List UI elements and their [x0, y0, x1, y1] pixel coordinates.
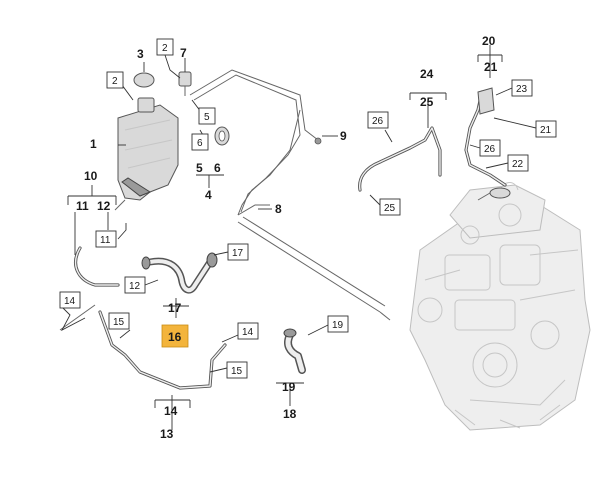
- label-26b: 26: [484, 144, 496, 155]
- expansion-tank-part: [114, 97, 179, 211]
- callout-box-22: [507, 154, 529, 172]
- label-7: 7: [180, 46, 187, 60]
- label-6: 6: [197, 138, 203, 149]
- label-17a: 17: [232, 248, 244, 259]
- pipe-24-25: [358, 126, 442, 192]
- label-18: 18: [283, 407, 297, 421]
- callout-box-2a: [106, 71, 124, 89]
- label-2b: 2: [162, 43, 168, 54]
- callout-box-12: [124, 276, 146, 294]
- sensor-part: [178, 71, 192, 96]
- label-12b: 12: [129, 281, 141, 292]
- vent-lines: [189, 69, 322, 216]
- label-25b: 25: [384, 203, 396, 214]
- label-11b: 11: [100, 235, 111, 246]
- label-8: 8: [275, 202, 282, 216]
- label-9: 9: [340, 129, 347, 143]
- callout-box-11: [95, 230, 117, 248]
- highlight-part-16: [161, 324, 189, 348]
- hose-16-17: [141, 252, 218, 294]
- lower-pipe-assembly: [59, 304, 227, 390]
- callout-box-15a: [108, 312, 130, 330]
- callout-box-23: [511, 79, 533, 97]
- label-3: 3: [137, 47, 144, 61]
- label-21a: 21: [484, 60, 498, 74]
- label-12a: 12: [97, 199, 111, 213]
- label-15b: 15: [231, 366, 243, 377]
- callout-box-21: [535, 120, 557, 138]
- label-5b: 5: [196, 161, 203, 175]
- label-1: 1: [90, 137, 97, 151]
- label-6b: 6: [214, 161, 221, 175]
- callout-box-2b: [156, 38, 174, 56]
- label-14c: 14: [164, 404, 178, 418]
- label-11a: 11: [76, 199, 89, 213]
- label-23: 23: [516, 84, 528, 95]
- callout-box-15b: [226, 361, 248, 379]
- label-5: 5: [204, 112, 210, 123]
- label-19a: 19: [332, 320, 344, 331]
- callout-box-26a: [367, 111, 389, 129]
- label-25a: 25: [420, 95, 434, 109]
- label-17b: 17: [168, 301, 182, 315]
- filler-neck-part: [477, 187, 511, 201]
- cap-part: [133, 72, 155, 88]
- label-22: 22: [512, 159, 524, 170]
- callout-box-5: [198, 107, 216, 125]
- label-19b: 19: [282, 380, 296, 394]
- callout-box-26b: [479, 139, 501, 157]
- label-14a: 14: [64, 296, 76, 307]
- callout-box-25: [379, 198, 401, 216]
- callout-box-17: [227, 243, 249, 261]
- label-14b: 14: [242, 327, 254, 338]
- engine-block: [409, 182, 591, 431]
- label-21b: 21: [540, 125, 552, 136]
- hose-18-19: [283, 328, 306, 374]
- long-coolant-pipe: [237, 216, 391, 321]
- pipe-20-23: [464, 87, 507, 187]
- label-15a: 15: [113, 317, 125, 328]
- label-24: 24: [420, 67, 434, 81]
- label-26a: 26: [372, 116, 384, 127]
- callout-box-6: [191, 133, 209, 151]
- label-20: 20: [482, 34, 496, 48]
- callout-box-19: [327, 315, 349, 333]
- hose-11: [74, 246, 120, 287]
- callout-box-14a: [59, 291, 81, 309]
- label-4: 4: [205, 188, 212, 202]
- label-2a: 2: [112, 76, 118, 87]
- label-16: 16: [168, 330, 182, 344]
- label-13: 13: [160, 427, 174, 441]
- callout-box-14b: [237, 322, 259, 340]
- label-10: 10: [84, 169, 98, 183]
